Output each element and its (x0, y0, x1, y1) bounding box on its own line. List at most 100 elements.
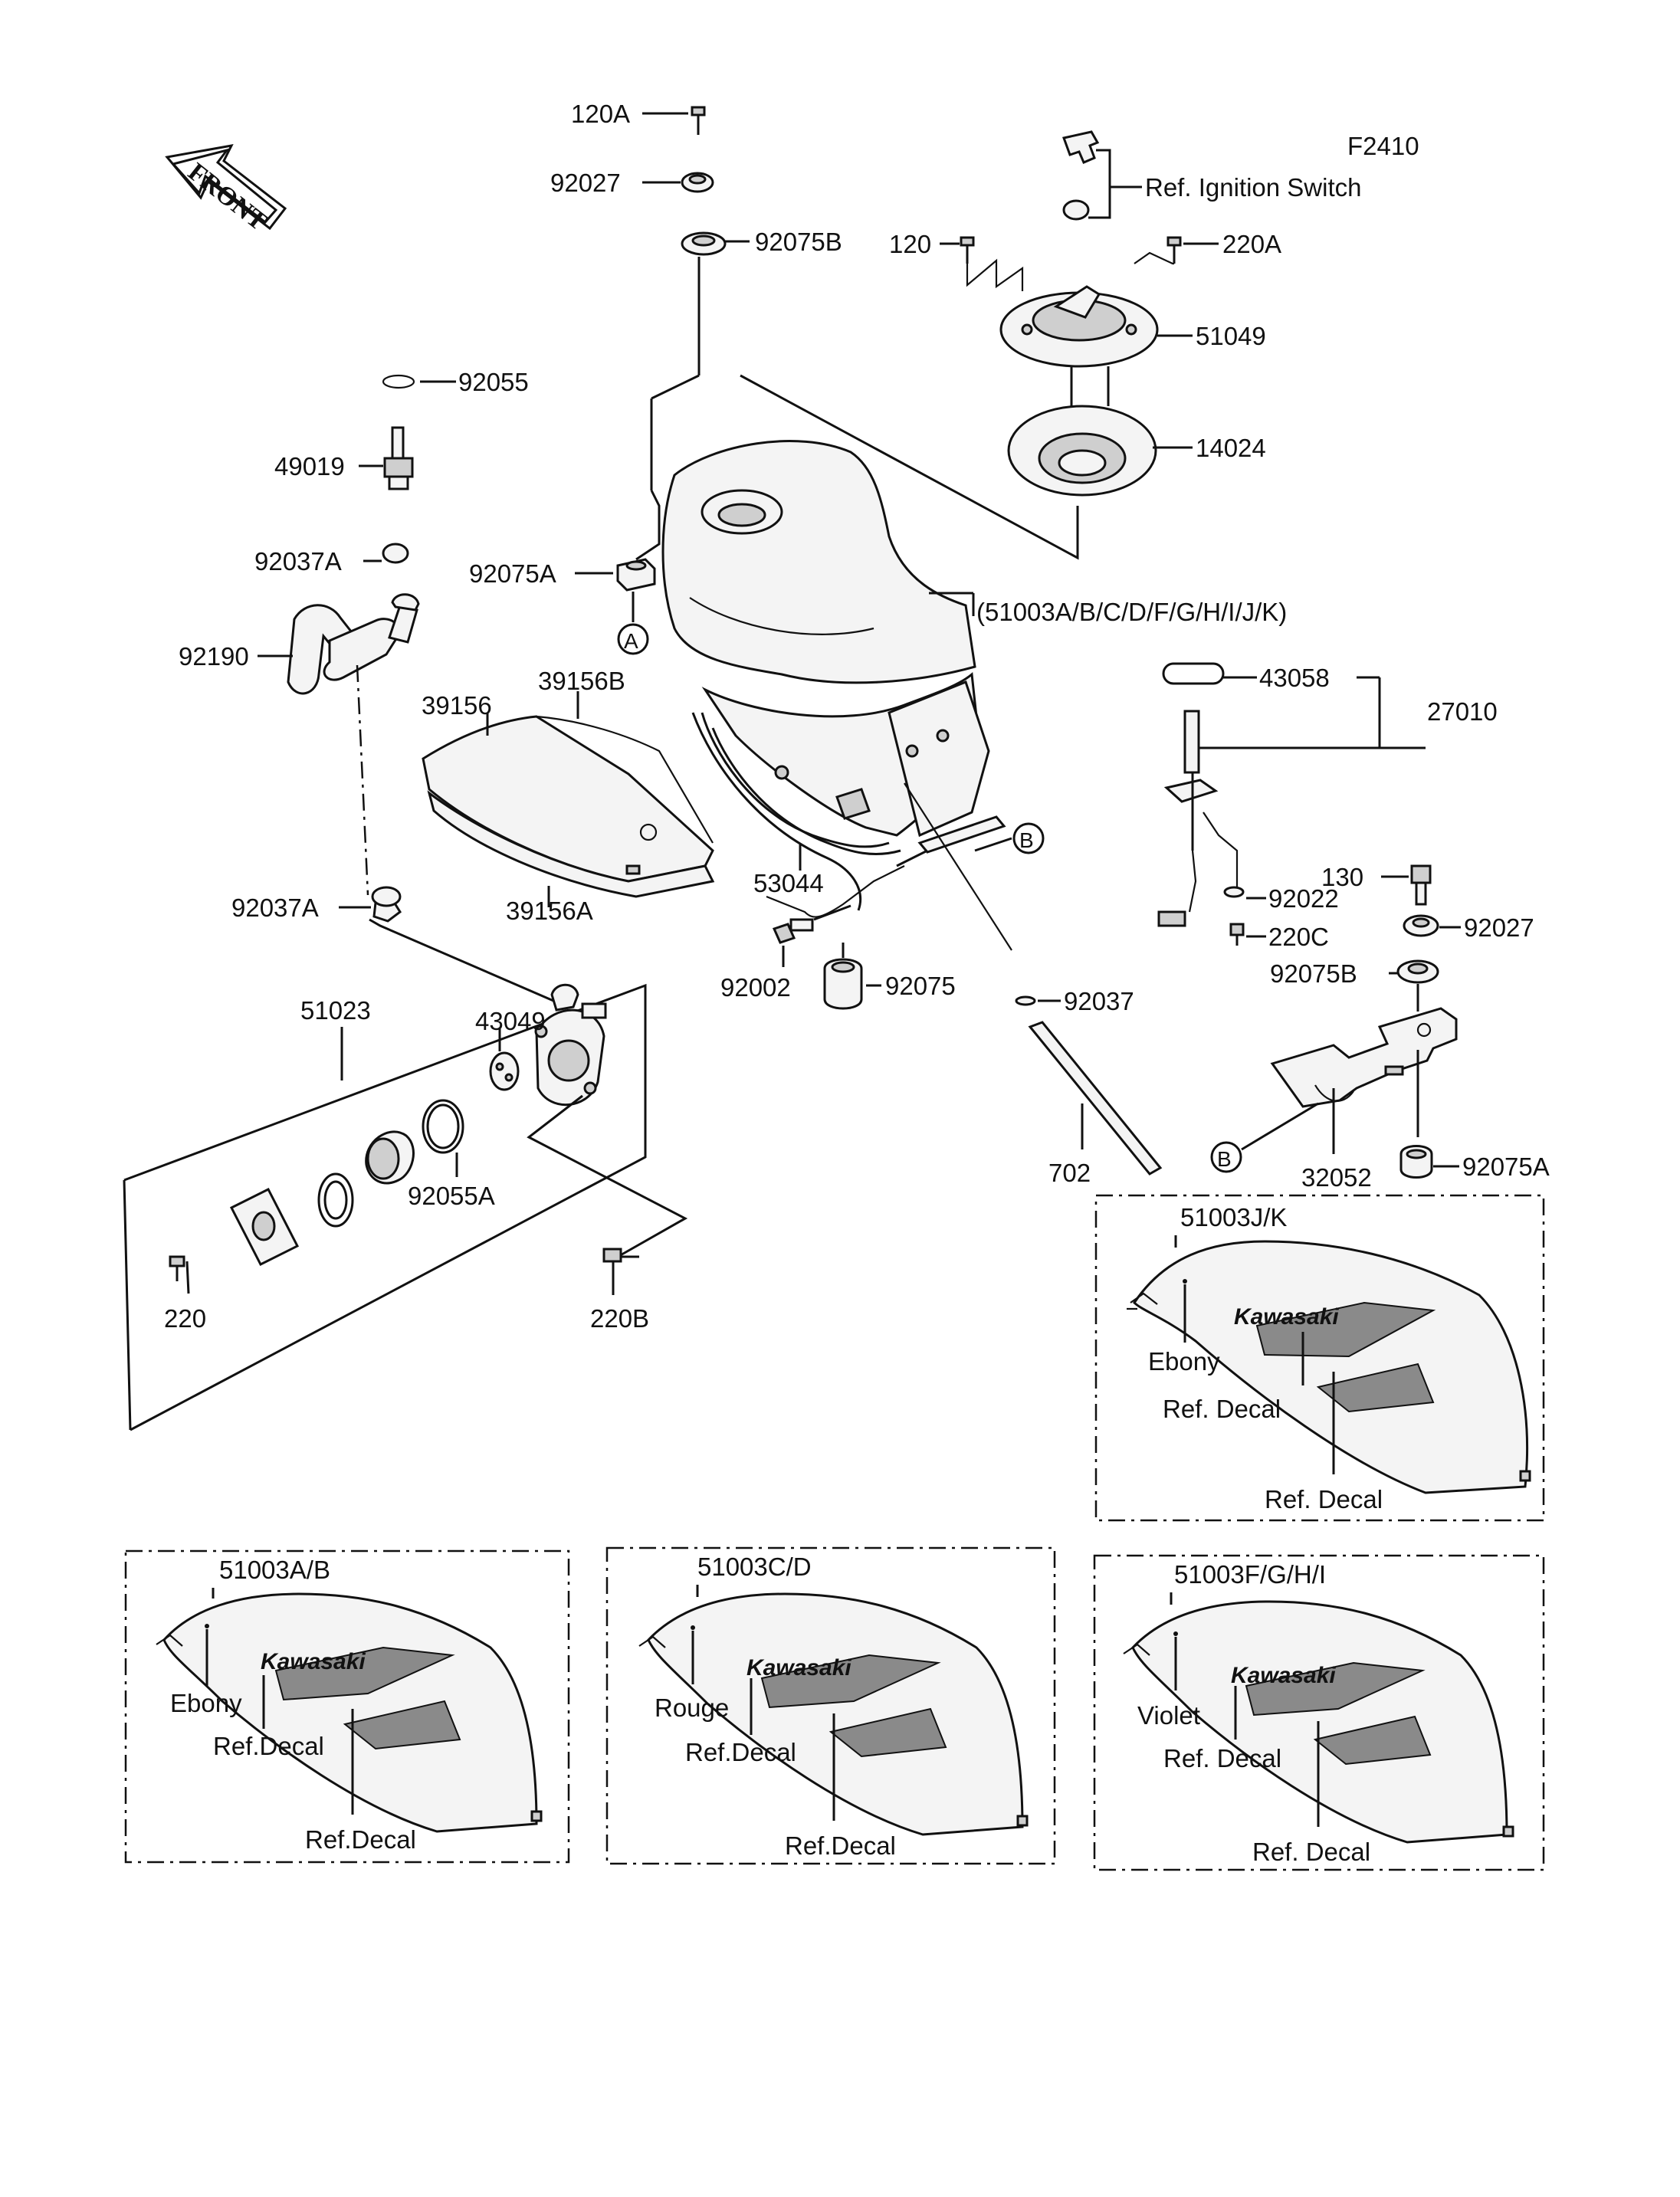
fitting-49019 (359, 426, 414, 490)
mount-92075A-top (575, 490, 661, 622)
label-92002: 92002 (720, 973, 791, 1002)
variant-decal-2: Ref. Decal (1265, 1485, 1383, 1513)
damper-92075B-right (1389, 959, 1439, 1012)
damper-92075B-top (650, 231, 750, 490)
label-39156A: 39156A (506, 897, 593, 925)
label-53044: 53044 (753, 869, 824, 897)
variant-code: 51003C/D (697, 1553, 812, 1581)
label-92075A-right: 92075A (1462, 1153, 1550, 1181)
label-14024: 14024 (1196, 434, 1266, 462)
label-220B: 220B (590, 1304, 649, 1333)
svg-text:A: A (624, 629, 638, 653)
label-92190: 92190 (179, 642, 249, 671)
brand-label: Kawasaki (746, 1655, 851, 1681)
screw-220C (1229, 923, 1266, 946)
mount-92075A-right (1399, 1145, 1459, 1179)
label-27010: 27010 (1427, 697, 1498, 726)
screw-220A (1134, 236, 1219, 265)
label-49019: 49019 (274, 452, 345, 480)
washer-92022 (1223, 886, 1266, 900)
clip-92037 (904, 782, 1061, 1006)
circle-mark-b-tank: B (974, 822, 1045, 854)
variant-box-ab: 51003A/B Kawasaki Ebony Ref.Decal Ref.De… (124, 1549, 570, 1864)
gasket-43058 (1162, 662, 1257, 685)
label-220: 220 (164, 1304, 206, 1333)
label-92027-right: 92027 (1464, 913, 1534, 942)
variant-decal-1: Ref.Decal (213, 1732, 324, 1760)
variant-decal-1: Ref. Decal (1163, 1744, 1281, 1772)
variant-code: 51003F/G/H/I (1174, 1560, 1326, 1589)
ignition-switch-ref: Ref. Ignition Switch (1145, 173, 1361, 202)
hose-92190 (258, 593, 420, 695)
bolt-92002 (772, 904, 851, 967)
label-92075B-top: 92075B (755, 228, 842, 256)
circle-mark-b-bracket: B (1210, 1141, 1242, 1173)
front-arrow-icon: FRONT (165, 143, 287, 236)
screw-220 (169, 1255, 190, 1294)
variant-decal-1: Ref.Decal (685, 1738, 796, 1766)
figure-code: F2410 (1347, 132, 1419, 160)
clamp-92037A-top (363, 543, 409, 564)
label-39156: 39156 (422, 691, 492, 720)
variant-decal-2: Ref.Decal (785, 1831, 896, 1860)
gasket-14024 (1007, 366, 1193, 497)
label-220C: 220C (1268, 923, 1329, 951)
label-220A: 220A (1222, 230, 1281, 258)
label-92022: 92022 (1268, 884, 1339, 913)
filler-cap-51049 (999, 285, 1193, 368)
clamp-92037A-bottom (339, 664, 402, 909)
variant-decal-1: Ref. Decal (1163, 1395, 1281, 1423)
brand-label: Kawasaki (1231, 1663, 1336, 1688)
label-43049: 43049 (475, 1007, 546, 1035)
screw-120 (940, 236, 1024, 291)
circle-mark-a: A (617, 623, 649, 655)
label-92075A-top: 92075A (469, 559, 556, 588)
label-92037A-top: 92037A (254, 547, 342, 575)
label-39156B: 39156B (538, 667, 625, 695)
brand-label: Kawasaki (261, 1649, 366, 1674)
label-702: 702 (1048, 1159, 1091, 1187)
variant-color: Violet (1137, 1701, 1200, 1730)
label-43058: 43058 (1259, 664, 1330, 692)
label-92055A: 92055A (408, 1182, 495, 1210)
brand-label: Kawasaki (1234, 1304, 1339, 1330)
bracket-32052 (1241, 1007, 1458, 1154)
bolt-130 (1381, 864, 1432, 906)
variant-decal-2: Ref.Decal (305, 1825, 416, 1854)
variant-code: 51003J/K (1180, 1203, 1287, 1231)
seal-53044 (691, 712, 862, 911)
fuel-gauge-sender-27010 (1157, 676, 1426, 927)
label-51023: 51023 (300, 996, 371, 1025)
variant-color: Rouge (655, 1694, 729, 1722)
label-92037A-bottom: 92037A (231, 894, 319, 922)
screw-220B (602, 1248, 639, 1295)
variant-code: 51003A/B (219, 1556, 330, 1584)
hose-702 (1028, 1021, 1163, 1176)
fuel-tap-assembly-51023 (123, 898, 688, 1431)
label-92075: 92075 (885, 972, 956, 1000)
grommet-92027-right (1403, 914, 1461, 937)
label-32052: 32052 (1301, 1163, 1372, 1192)
side-cover-39156 (422, 691, 715, 907)
screw-120A (642, 106, 706, 135)
ignition-switch-key-icon (1062, 130, 1142, 221)
grommet-92027-top (642, 172, 714, 193)
svg-text:B: B (1217, 1147, 1232, 1171)
variant-color: Ebony (170, 1689, 242, 1717)
oring-92055 (382, 374, 456, 389)
label-92075B-right: 92075B (1270, 959, 1357, 988)
mount-92075 (823, 943, 881, 1010)
label-51049: 51049 (1196, 322, 1266, 350)
variant-decal-2: Ref. Decal (1252, 1838, 1370, 1866)
variant-box-cd: 51003C/D Kawasaki Rouge Ref.Decal Ref.De… (605, 1546, 1056, 1865)
variant-box-jk: 51003J/K Kawasaki Ebony Ref. Decal Ref. … (1094, 1194, 1545, 1522)
label-120A: 120A (571, 100, 630, 128)
label-120: 120 (889, 230, 931, 258)
svg-text:B: B (1019, 828, 1034, 852)
label-92037: 92037 (1064, 987, 1134, 1015)
fuel-tank-body (661, 440, 1006, 918)
tank-main-label: (51003A/B/C/D/F/G/H/I/J/K) (976, 598, 1287, 626)
variant-color: Ebony (1148, 1347, 1220, 1376)
label-92027-top: 92027 (550, 169, 621, 197)
